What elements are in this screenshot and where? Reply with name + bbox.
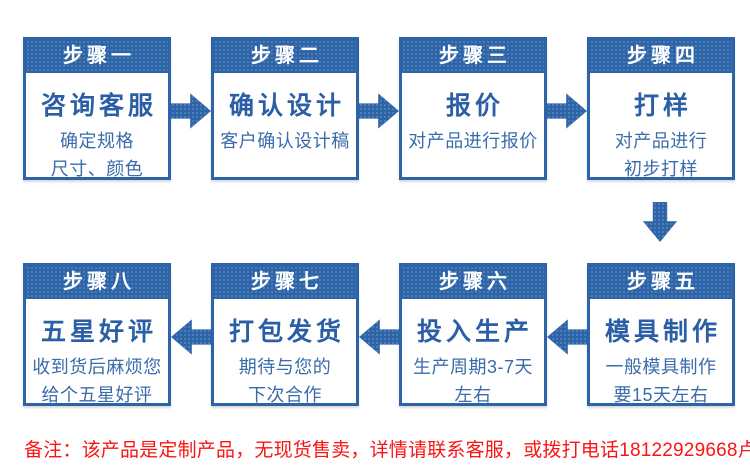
flow-row-bottom: 步骤八 五星好评 收到货后麻烦您 给个五星好评 步骤七 打包发货 期待与您的 下… (23, 263, 735, 406)
step-3-title: 报价 (445, 92, 504, 120)
step-7-desc: 期待与您的 下次合作 (214, 353, 356, 409)
step-7-desc-line2: 下次合作 (248, 385, 322, 405)
arrow-right-icon (359, 93, 399, 129)
step-4-header: 步骤四 (590, 40, 732, 73)
step-3-header: 步骤三 (402, 40, 544, 73)
step-6-title: 投入生产 (416, 318, 533, 346)
arrow-down-icon (642, 202, 678, 242)
step-4-desc: 对产品进行 初步打样 (590, 127, 732, 183)
step-1-desc-line1: 确定规格 (60, 131, 134, 151)
step-8-header: 步骤八 (26, 266, 168, 299)
arrow-left-icon (359, 319, 399, 355)
step-5-desc-line2: 要15天左右 (613, 385, 709, 405)
flow-connector (359, 37, 399, 180)
flow-connector (547, 37, 587, 180)
flow-connector (171, 263, 211, 406)
step-5-desc: 一般模具制作 要15天左右 (590, 353, 732, 409)
step-box-1: 步骤一 咨询客服 确定规格 尺寸、颜色 (23, 37, 171, 180)
step-7-header: 步骤七 (214, 266, 356, 299)
flow-connector (359, 263, 399, 406)
step-box-7: 步骤七 打包发货 期待与您的 下次合作 (211, 263, 359, 406)
step-1-desc-line2: 尺寸、颜色 (50, 159, 144, 179)
step-5-desc-line1: 一般模具制作 (605, 357, 717, 377)
step-box-3: 步骤三 报价 对产品进行报价 (399, 37, 547, 180)
step-box-4: 步骤四 打样 对产品进行 初步打样 (587, 37, 735, 180)
arrow-right-icon (171, 93, 211, 129)
step-2-desc: 客户确认设计稿 (214, 127, 356, 155)
step-2-title: 确认设计 (228, 92, 345, 120)
step-box-8: 步骤八 五星好评 收到货后麻烦您 给个五星好评 (23, 263, 171, 406)
arrow-left-icon (547, 319, 587, 355)
step-8-desc-line2: 给个五星好评 (41, 385, 153, 405)
step-6-header: 步骤六 (402, 266, 544, 299)
step-4-title: 打样 (633, 92, 692, 120)
arrow-left-icon (171, 319, 211, 355)
arrow-right-icon (547, 93, 587, 129)
step-2-desc-line1: 客户确认设计稿 (220, 131, 350, 151)
step-1-header: 步骤一 (26, 40, 168, 73)
step-5-header: 步骤五 (590, 266, 732, 299)
step-3-desc-line1: 对产品进行报价 (408, 131, 538, 151)
step-6-desc: 生产周期3-7天 左右 (402, 353, 544, 409)
step-4-desc-line1: 对产品进行 (614, 131, 708, 151)
step-7-title: 打包发货 (228, 318, 345, 346)
step-8-desc: 收到货后麻烦您 给个五星好评 (26, 353, 168, 409)
step-box-2: 步骤二 确认设计 客户确认设计稿 (211, 37, 359, 180)
step-box-5: 步骤五 模具制作 一般模具制作 要15天左右 (587, 263, 735, 406)
step-5-title: 模具制作 (604, 318, 721, 346)
step-8-desc-line1: 收到货后麻烦您 (32, 357, 162, 377)
remark-note: 备注：该产品是定制产品，无现货售卖，详情请联系客服，或拨打电话181229296… (24, 440, 750, 461)
flow-connector (171, 37, 211, 180)
flow-connector (547, 263, 587, 406)
step-8-title: 五星好评 (40, 318, 157, 346)
step-box-6: 步骤六 投入生产 生产周期3-7天 左右 (399, 263, 547, 406)
step-1-title: 咨询客服 (40, 92, 157, 120)
step-2-header: 步骤二 (214, 40, 356, 73)
step-7-desc-line1: 期待与您的 (238, 357, 332, 377)
step-4-desc-line2: 初步打样 (624, 159, 698, 179)
step-3-desc: 对产品进行报价 (402, 127, 544, 155)
step-1-desc: 确定规格 尺寸、颜色 (26, 127, 168, 183)
step-6-desc-line2: 左右 (454, 385, 492, 405)
step-6-desc-line1: 生产周期3-7天 (412, 357, 533, 377)
flow-row-top: 步骤一 咨询客服 确定规格 尺寸、颜色 步骤二 确认设计 客户确认设计稿 步骤三… (23, 37, 735, 180)
